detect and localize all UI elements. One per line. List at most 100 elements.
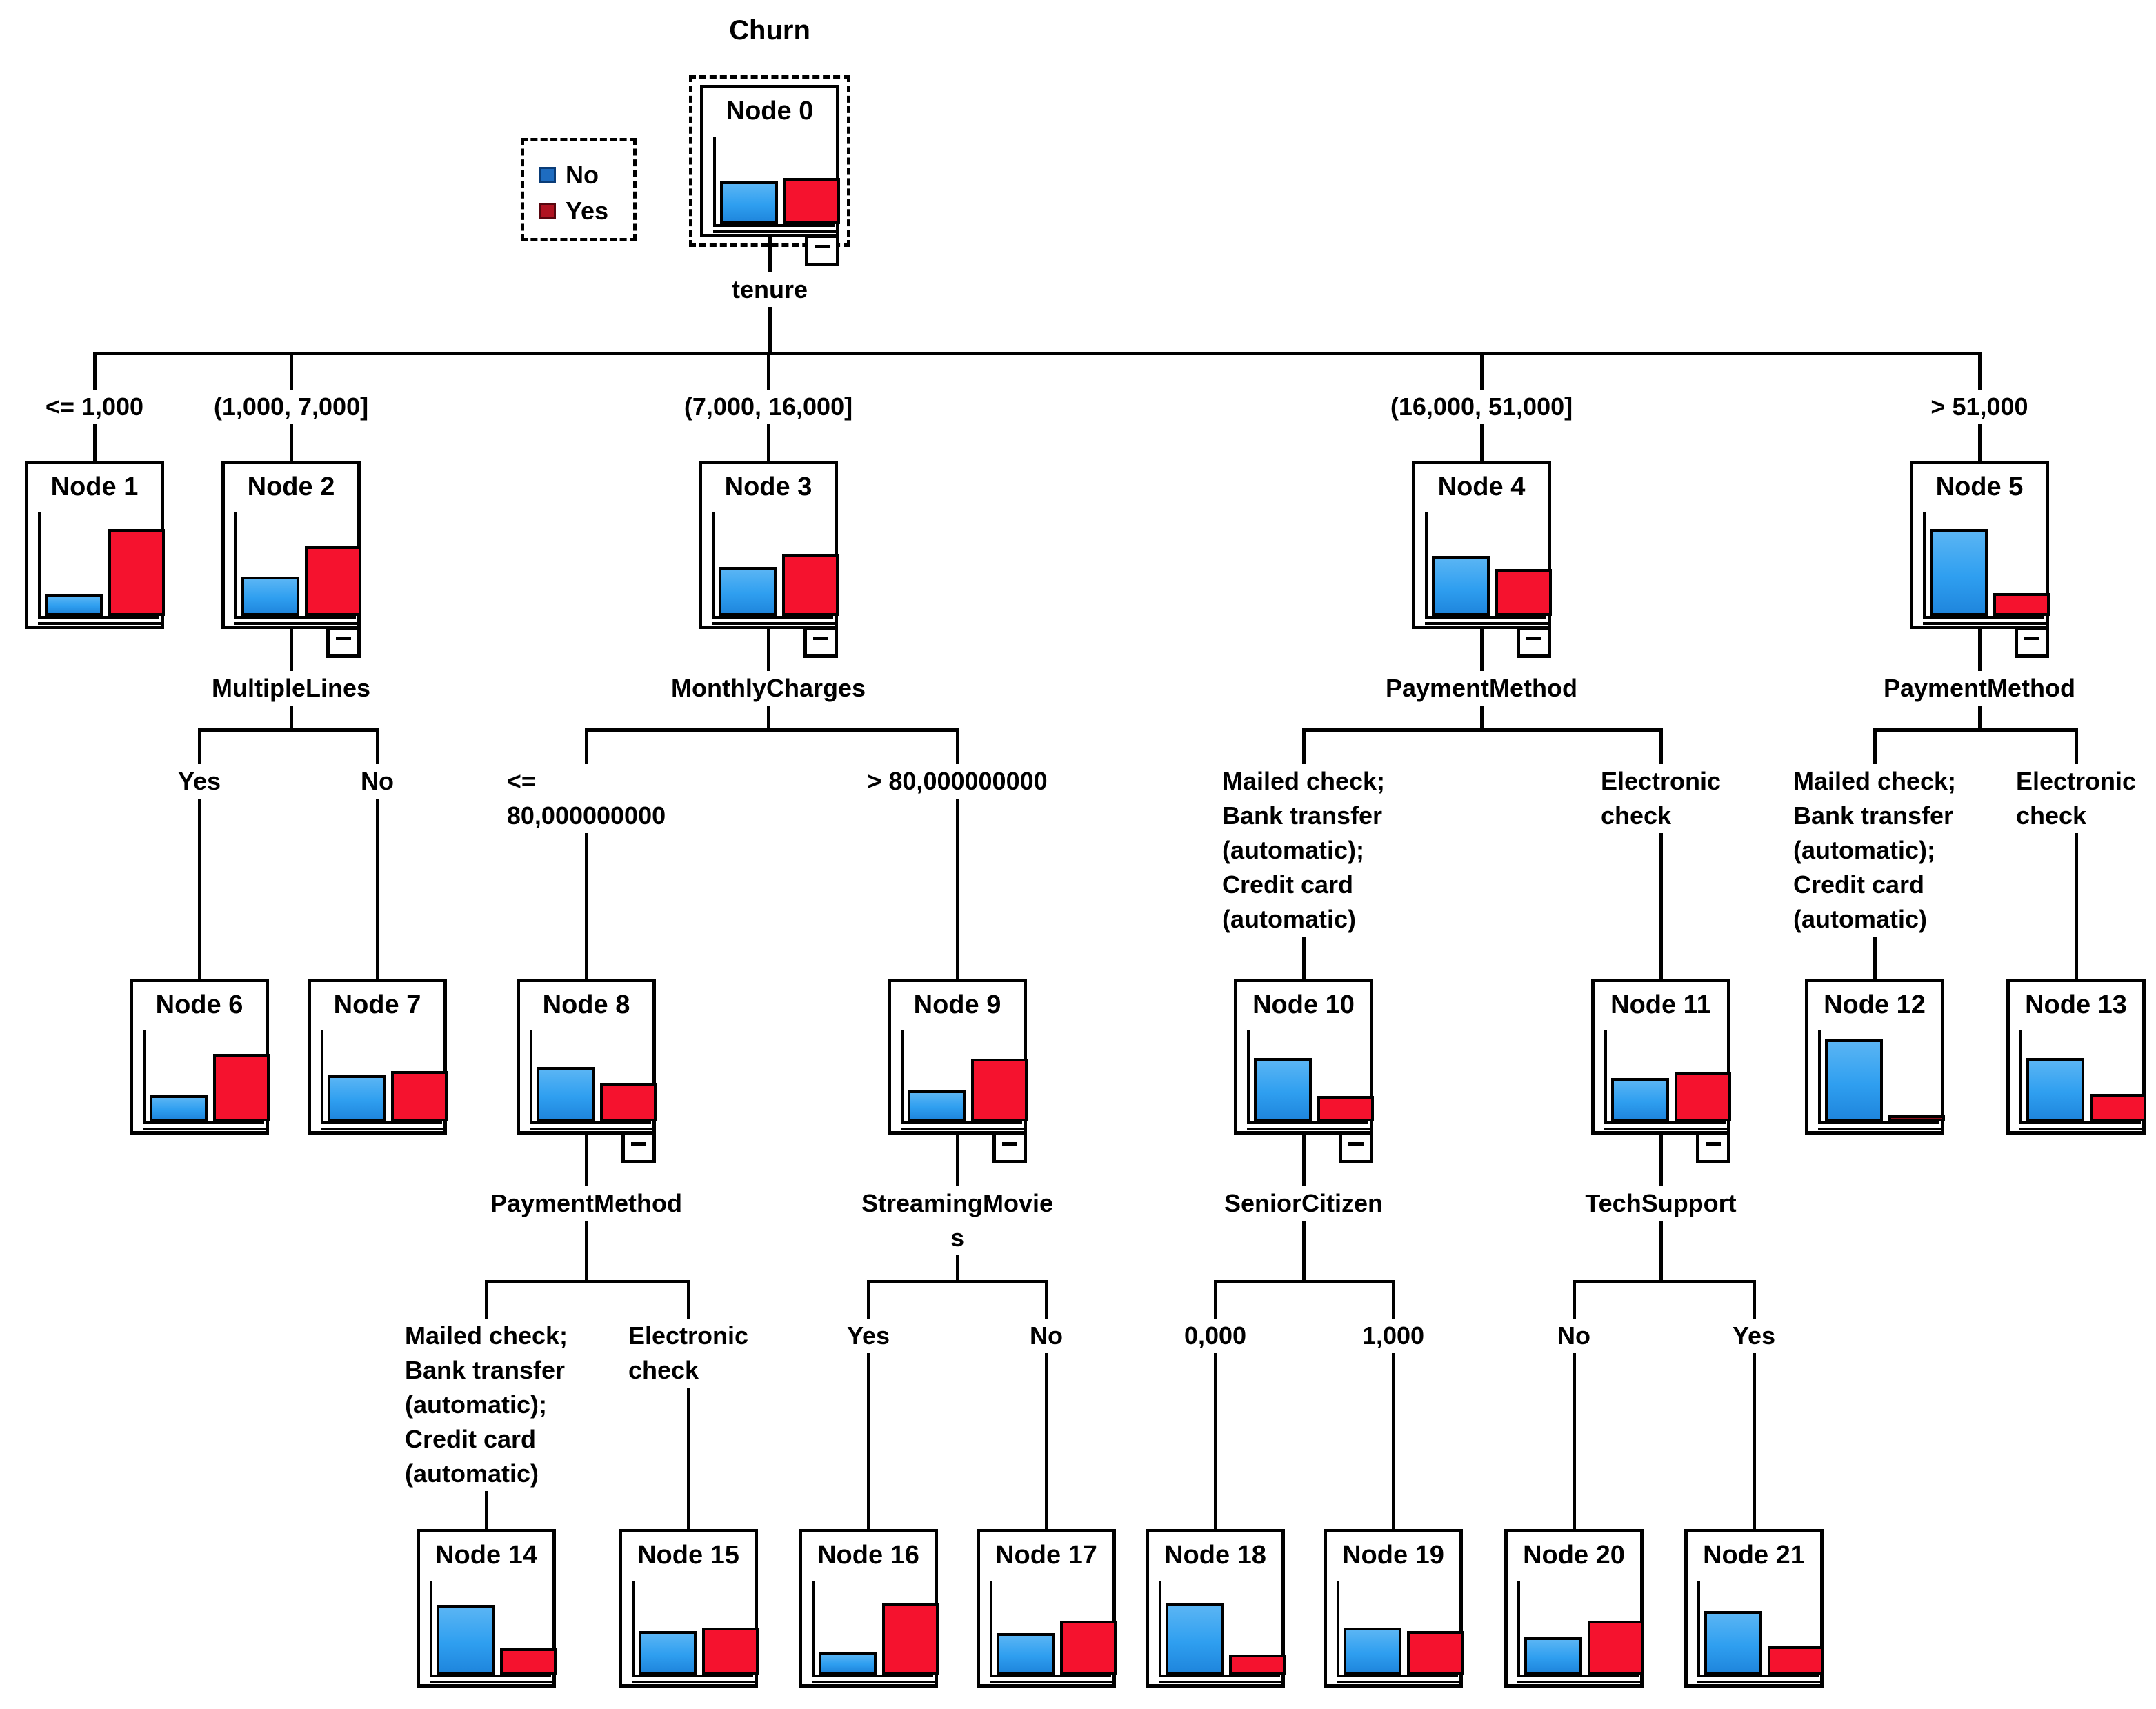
edge-line [1573,1281,1576,1529]
chart-baseline [1818,1121,1939,1124]
chart-baseline-outer [143,1128,268,1130]
chart-baseline [530,1121,651,1124]
tree-node[interactable]: Node 11 [1591,979,1731,1135]
chart-baseline [430,1675,551,1677]
legend-no-swatch-icon [539,167,556,183]
chart-y-axis [712,512,715,616]
tree-node[interactable]: Node 19 [1324,1529,1464,1688]
bar-yes [1588,1621,1644,1675]
collapse-button[interactable] [326,626,361,658]
chart-y-axis [321,1030,323,1121]
collapse-button[interactable] [992,1132,1027,1163]
chart-baseline [38,616,159,619]
chart-baseline [1247,1121,1368,1124]
tree-node[interactable]: Node 9 [888,979,1028,1135]
tree-node[interactable]: Node 16 [799,1529,939,1688]
tree-node[interactable]: Node 21 [1684,1529,1824,1688]
bar-no [1166,1603,1224,1675]
bar-no [328,1075,386,1121]
tree-node[interactable]: Node 8 [517,979,657,1135]
bar-no [1704,1611,1762,1675]
tree-node[interactable]: Node 0 [700,85,840,237]
tree-node[interactable]: Node 10 [1234,979,1374,1135]
chart-baseline [234,616,356,619]
collapse-button[interactable] [1696,1132,1730,1163]
minus-icon [631,1142,646,1146]
legend-item-no: No [539,161,599,189]
edge-line [1753,1281,1756,1529]
bar-no [150,1095,208,1121]
minus-icon [1002,1142,1017,1146]
chart-baseline [1337,1675,1458,1677]
edge-rail [585,728,959,732]
node-title: Node 2 [247,472,335,501]
tree-node[interactable]: Node 3 [699,461,839,629]
edge-line [198,730,201,979]
chart-y-axis [1923,512,1926,616]
dependent-variable-title: Churn [729,15,810,46]
collapse-button[interactable] [2015,626,2049,658]
collapse-button[interactable] [621,1132,656,1163]
edge-line [956,730,959,979]
chart-baseline [1425,616,1546,619]
node-title: Node 21 [1703,1541,1805,1570]
node-title: Node 1 [50,472,139,501]
node-title: Node 6 [155,990,243,1019]
chart-baseline-outer [1697,1681,1823,1683]
branch-condition-label: Electronic check [2010,764,2142,833]
chart-baseline [990,1675,1111,1677]
tree-node[interactable]: Node 12 [1805,979,1945,1135]
collapse-button[interactable] [1339,1132,1373,1163]
branch-condition-label: Electronic check [1595,764,1727,833]
tree-node[interactable]: Node 7 [308,979,448,1135]
tree-node[interactable]: Node 13 [2006,979,2146,1135]
bar-no [1930,529,1988,616]
node-title: Node 15 [637,1541,739,1570]
bar-yes [213,1054,270,1121]
edge-rail [198,728,379,732]
edge-rail [1573,1280,1756,1283]
collapse-button[interactable] [803,626,838,658]
bar-yes [882,1603,939,1675]
tree-node[interactable]: Node 1 [25,461,165,629]
chart-y-axis [1337,1581,1339,1675]
branch-condition-label: <= 80,000000000 [501,764,672,833]
tree-node[interactable]: Node 18 [1146,1529,1286,1688]
node-title: Node 8 [542,990,630,1019]
edge-line [1392,1281,1395,1529]
node-title: Node 9 [913,990,1001,1019]
chart-baseline [713,224,835,227]
chart-baseline [632,1675,753,1677]
tree-node[interactable]: Node 14 [417,1529,557,1688]
bar-yes [108,529,165,616]
bar-yes [1993,593,2050,616]
collapse-button[interactable] [1517,626,1551,658]
tree-node[interactable]: Node 6 [130,979,270,1135]
chart-y-axis [430,1581,432,1675]
node-title: Node 13 [2025,990,2127,1019]
bar-yes [391,1071,448,1121]
bar-no [997,1633,1055,1675]
node-title: Node 11 [1610,990,1711,1019]
branch-condition-label: > 51,000 [1925,390,2034,424]
chart-baseline-outer [901,1128,1026,1130]
tree-node[interactable]: Node 15 [619,1529,759,1688]
branch-condition-label: > 80,000000000 [861,764,1053,799]
tree-node[interactable]: Node 4 [1412,461,1552,629]
tree-node[interactable]: Node 20 [1504,1529,1644,1688]
bar-no [1611,1078,1669,1121]
collapse-button[interactable] [805,234,839,266]
bar-yes [1060,1621,1117,1675]
node-title: Node 3 [724,472,812,501]
tree-node[interactable]: Node 17 [977,1529,1117,1688]
tree-node[interactable]: Node 2 [221,461,361,629]
branch-condition-label: Yes [172,764,227,799]
tree-node[interactable]: Node 5 [1910,461,2050,629]
branch-condition-label: 0,000 [1178,1319,1252,1353]
bar-no [819,1652,877,1675]
minus-icon [336,637,351,640]
branch-condition-label: Electronic check [622,1319,755,1388]
split-variable-label: TechSupport [1579,1186,1742,1221]
edge-rail [93,352,1982,355]
branch-condition-label: No [1552,1319,1596,1353]
